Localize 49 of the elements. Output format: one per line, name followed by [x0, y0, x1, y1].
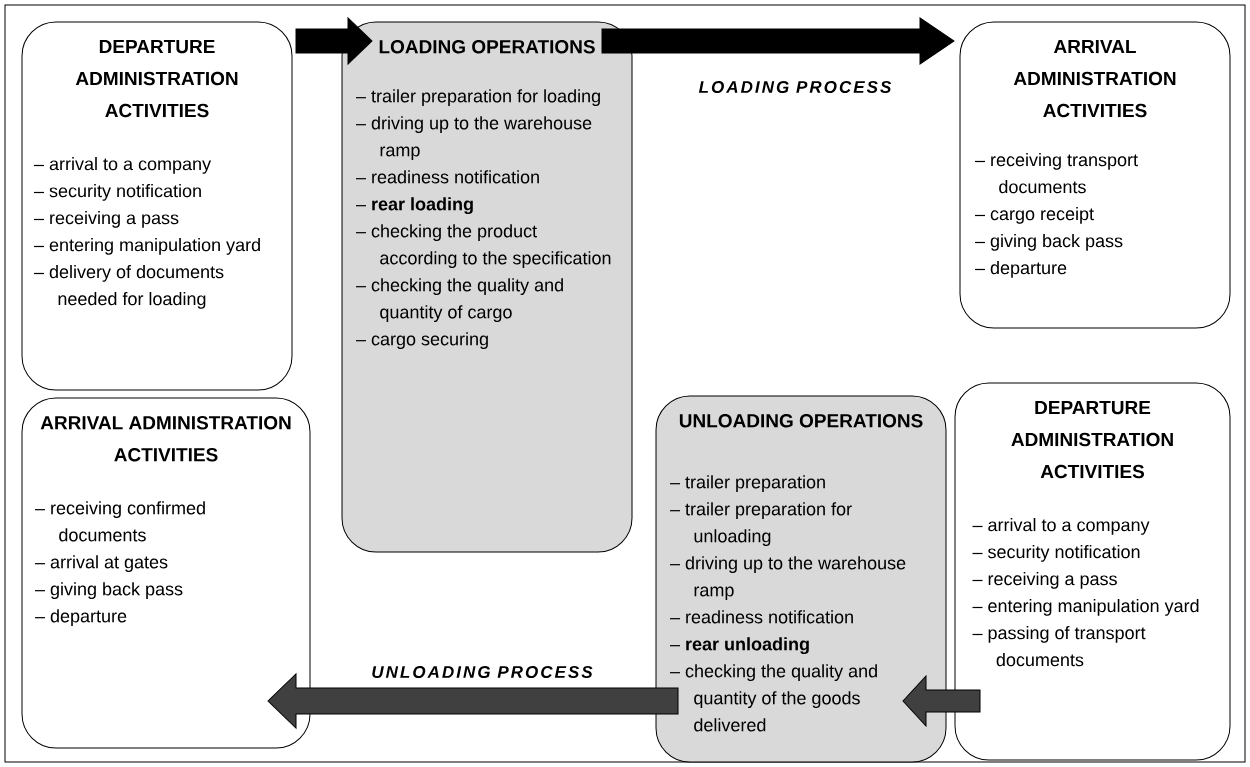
list-item: – trailer preparation for unloading: [670, 502, 852, 546]
block-arrow: [267, 673, 679, 729]
list-item: – driving up to the warehouse ramp: [670, 556, 906, 600]
list-item: – readiness notification: [670, 610, 853, 624]
list-item: – departure: [975, 261, 1067, 278]
box-heading: UNLOADING OPERATIONS: [679, 414, 923, 428]
list-item: – passing of transport documents: [972, 626, 1146, 667]
list-item: – arrival to a company: [34, 157, 212, 174]
list-item: – receiving a pass: [972, 572, 1117, 589]
list-item: – receiving transport documents: [975, 153, 1138, 194]
list-item: – trailer preparation for loading: [356, 89, 600, 106]
box-heading: ARRIVAL ADMINISTRATION ACTIVITIES: [40, 416, 291, 462]
process-label: UNLOADING PROCESS: [372, 665, 593, 678]
list-item: – checking the product according to the specification: [356, 224, 611, 268]
list-item: – departure: [35, 609, 127, 626]
list-item: – checking the quality and quantity of cargo: [356, 278, 563, 322]
list-item: – security notification: [34, 184, 201, 201]
process-box: [954, 382, 1231, 761]
box-heading: DEPARTURE ADMINISTRATION ACTIVITIES: [1011, 401, 1173, 479]
list-item: – driving up to the warehouse ramp: [356, 116, 592, 160]
process-label: LOADING PROCESS: [698, 81, 892, 93]
list-item: – rear unloading: [670, 637, 809, 655]
block-arrow: [295, 17, 373, 65]
box-heading: ARRIVAL ADMINISTRATION ACTIVITIES: [1013, 40, 1176, 118]
list-item: – delivery of documents needed for loading: [34, 265, 224, 309]
list-item: – checking the quality and quantity of the goods delivered: [670, 664, 877, 732]
list-item: – receiving a pass: [34, 211, 179, 228]
process-box: [21, 397, 311, 749]
list-item: – arrival to a company: [972, 518, 1150, 535]
process-box: [21, 21, 293, 391]
process-box: [341, 21, 633, 553]
list-item: – receiving confirmed documents: [35, 501, 205, 542]
list-item: – rear loading: [356, 197, 473, 215]
list-item: – giving back pass: [975, 234, 1123, 251]
list-item: – readiness notification: [356, 170, 539, 184]
process-box: [959, 21, 1231, 329]
block-arrow: [601, 17, 955, 65]
list-item: – giving back pass: [35, 582, 183, 599]
list-item: – cargo securing: [356, 332, 488, 349]
process-box: [655, 395, 947, 763]
block-arrow: [902, 675, 981, 727]
box-heading: DEPARTURE ADMINISTRATION ACTIVITIES: [75, 40, 238, 118]
list-item: – entering manipulation yard: [972, 599, 1199, 616]
list-item: – cargo receipt: [975, 207, 1094, 224]
list-item: – trailer preparation: [670, 475, 825, 492]
list-item: – arrival at gates: [35, 555, 168, 572]
box-heading: LOADING OPERATIONS: [379, 40, 595, 54]
list-item: – security notification: [972, 545, 1140, 562]
list-item: – entering manipulation yard: [34, 238, 260, 255]
